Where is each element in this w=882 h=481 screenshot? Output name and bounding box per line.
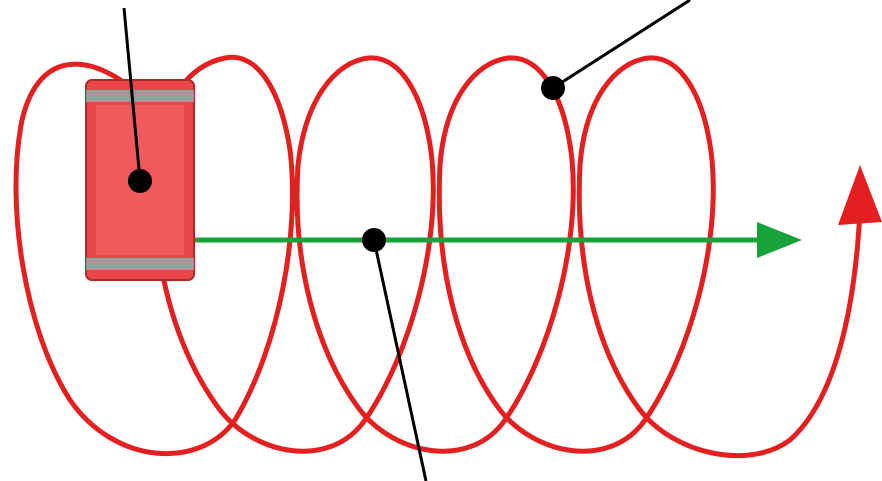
moving-block (85, 79, 195, 281)
helix-marker-dot (541, 76, 565, 100)
block-marker-dot (128, 169, 152, 193)
direction-arrowhead (838, 165, 882, 225)
leader-line-axis (372, 239, 428, 481)
leader-line-block (122, 7, 142, 181)
leader-line-helix (552, 0, 691, 90)
axis-arrowhead (757, 222, 802, 258)
axis-marker-dot (362, 228, 386, 252)
helix-path (13, 54, 863, 459)
block-top-band (86, 90, 194, 102)
block-bottom-band (86, 258, 194, 270)
